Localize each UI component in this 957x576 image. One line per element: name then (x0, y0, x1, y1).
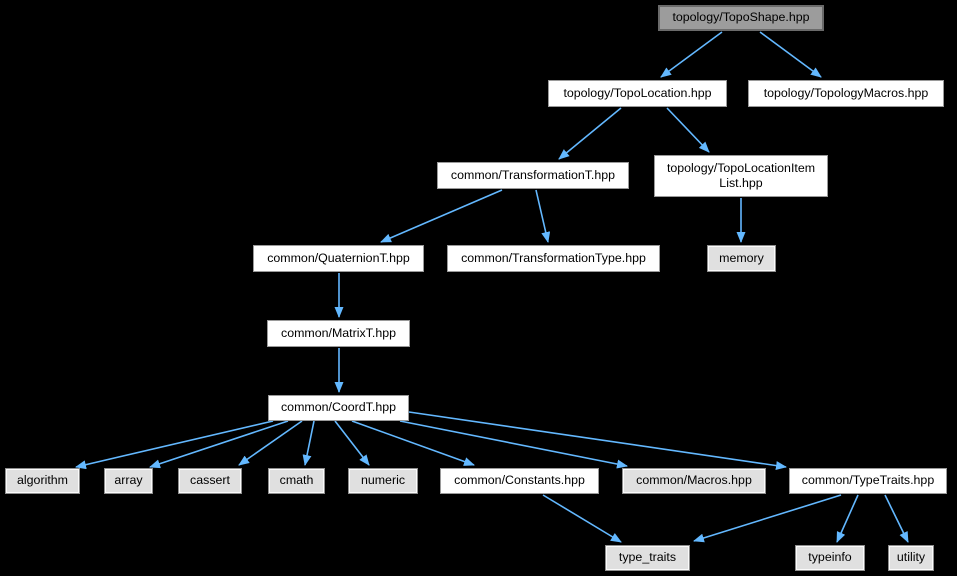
graph-node-topology-macros[interactable]: topology/TopologyMacros.hpp (748, 80, 944, 107)
graph-node-type-traits-hpp[interactable]: common/TypeTraits.hpp (789, 468, 947, 494)
edge-topo-shape-to-topology-macros (759, 31, 822, 78)
graph-node-label: common/CoordT.hpp (280, 400, 396, 415)
graph-node-label: common/Constants.hpp (454, 473, 585, 488)
graph-node-label: numeric (360, 473, 406, 488)
graph-node-label: typeinfo (808, 550, 852, 565)
graph-node-label: utility (896, 550, 926, 565)
edge-coord-t-to-algorithm (75, 420, 274, 470)
graph-node-quaternion-t[interactable]: common/QuaternionT.hpp (253, 245, 424, 272)
graph-node-matrix-t[interactable]: common/MatrixT.hpp (267, 320, 410, 347)
graph-node-typeinfo: typeinfo (795, 545, 865, 571)
edge-type-traits-hpp-to-typeinfo (836, 494, 859, 543)
graph-node-label: cassert (190, 473, 230, 488)
edge-topo-location-to-topo-location-item-list (666, 107, 710, 153)
graph-node-label: common/MatrixT.hpp (281, 325, 396, 340)
graph-node-label: common/TypeTraits.hpp (801, 473, 935, 488)
graph-node-transformation-type[interactable]: common/TransformationType.hpp (447, 245, 660, 272)
graph-node-label: common/TransformationType.hpp (461, 250, 646, 265)
graph-node-cassert: cassert (178, 468, 242, 494)
edge-type-traits-hpp-to-type-traits (693, 494, 842, 543)
graph-node-algorithm: algorithm (5, 468, 80, 494)
graph-node-label: common/Macros.hpp (636, 473, 752, 488)
edge-type-traits-hpp-to-utility (884, 494, 909, 543)
edge-constants-to-type-traits (542, 494, 622, 543)
graph-node-constants[interactable]: common/Constants.hpp (440, 468, 599, 494)
graph-node-label: topology/TopoShape.hpp (672, 10, 810, 25)
edge-coord-t-to-numeric (334, 420, 370, 466)
edge-coord-t-to-cmath (302, 420, 315, 466)
edge-topo-location-to-transformation-t (558, 107, 622, 160)
graph-node-label: topology/TopoLocationItem (666, 160, 816, 175)
edge-transformation-t-to-quaternion-t (380, 189, 503, 243)
graph-node-label: algorithm (17, 473, 68, 488)
graph-node-coord-t[interactable]: common/CoordT.hpp (268, 395, 409, 421)
graph-node-label: common/QuaternionT.hpp (267, 250, 410, 265)
graph-node-memory: memory (707, 245, 776, 272)
graph-node-label: cmath (279, 473, 314, 488)
graph-node-label: topology/TopoLocation.hpp (563, 85, 712, 100)
graph-node-cmath: cmath (268, 468, 325, 494)
graph-node-label: common/TransformationT.hpp (450, 167, 616, 182)
graph-node-label: topology/TopologyMacros.hpp (763, 85, 929, 100)
edge-coord-t-to-array (149, 420, 289, 469)
edge-coord-t-to-macros (399, 420, 628, 469)
edge-coord-t-to-type-traits-hpp (408, 411, 787, 471)
graph-node-label: array (114, 473, 143, 488)
graph-node-topo-shape: topology/TopoShape.hpp (658, 5, 824, 31)
graph-node-macros: common/Macros.hpp (622, 468, 766, 494)
graph-node-transformation-t[interactable]: common/TransformationT.hpp (437, 162, 629, 189)
edge-transformation-t-to-transformation-type (535, 189, 551, 243)
graph-node-numeric: numeric (348, 468, 418, 494)
edge-coord-t-to-constants (351, 420, 475, 466)
graph-node-type-traits: type_traits (605, 545, 690, 571)
graph-node-topo-location[interactable]: topology/TopoLocation.hpp (548, 80, 727, 107)
edge-coord-t-to-cassert (238, 420, 303, 466)
graph-node-label: List.hpp (719, 176, 763, 190)
edge-topo-shape-to-topo-location (660, 31, 723, 78)
graph-node-array: array (104, 468, 153, 494)
graph-node-label: memory (719, 250, 764, 265)
graph-node-label: type_traits (618, 550, 677, 565)
graph-node-utility: utility (888, 545, 934, 571)
